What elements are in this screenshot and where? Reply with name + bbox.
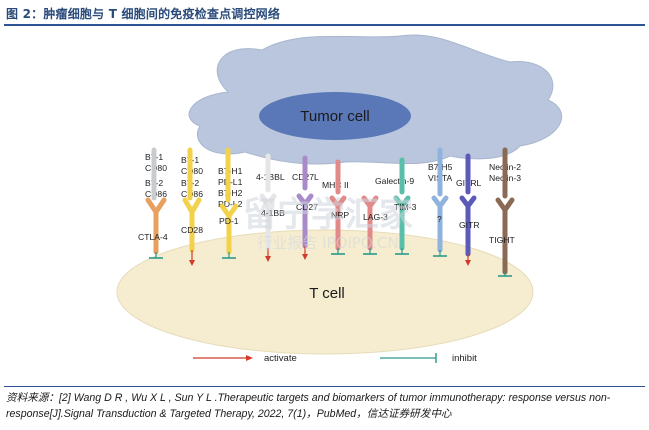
receptor-label-nrp: NRP [331, 210, 349, 220]
title-divider [4, 24, 645, 26]
ligand-label-pd-l2: PD-L2 [218, 199, 243, 209]
receptor-tight [495, 197, 515, 275]
activate-arrow-4-1bb [265, 256, 271, 262]
legend-inhibit-label: inhibit [452, 353, 477, 364]
receptor-label-ctla-4: CTLA-4 [138, 232, 168, 242]
receptor-nrp [329, 195, 347, 251]
t-cell-label: T cell [309, 285, 345, 302]
receptor-labels: CTLA-4 CD28 PD-1 4-1BB CD27 NRP LAG-3 TI… [138, 202, 516, 245]
legend-activate-label: activate [264, 353, 297, 364]
ligand-label-galectin-9: Galectin-9 [375, 176, 414, 186]
receptor-label-tim-3: TIM-3 [394, 202, 417, 212]
receptor-label-gitr: GITR [459, 220, 480, 230]
receptor-label-cd27: CD27 [296, 202, 318, 212]
tumor-nucleus [259, 92, 411, 140]
receptor-gitr [459, 195, 477, 257]
activate-arrow-cd28 [189, 260, 195, 266]
source-text: [2] Wang D R , Wu X L , Sun Y L .Therape… [6, 392, 611, 420]
receptors [145, 193, 515, 275]
receptor-4-1bb [259, 193, 277, 251]
receptor-lag-3 [361, 195, 379, 251]
receptor-pd-1 [219, 203, 239, 255]
figure-title: 图 2：肿瘤细胞与 T 细胞间的免疫检查点调控网络 [6, 7, 281, 21]
receptor-label-lag-3: LAG-3 [363, 212, 388, 222]
signal-effects [149, 246, 512, 277]
receptor-label-pd-1: PD-1 [219, 216, 239, 226]
tumor-cell-label: Tumor cell [300, 108, 369, 125]
source-divider [4, 386, 645, 387]
receptor-label-tight: TIGHT [489, 235, 516, 245]
legend-activate-arrowhead [246, 355, 253, 361]
ligand-stalks [151, 147, 508, 203]
receptor-label-cd28: CD28 [181, 225, 203, 235]
watermark: 留宁学汇家 行业报告 IPOIPO.CN [243, 195, 413, 252]
receptor-label-4-1bb: 4-1BB [261, 208, 285, 218]
receptor-cd27 [296, 193, 314, 249]
receptor-tim-3 [393, 195, 411, 251]
activate-arrow-gitr [465, 260, 471, 266]
source-org: 信达证券研发中心 [366, 408, 452, 420]
t-cell-body [116, 229, 534, 355]
legend: activate inhibit [193, 353, 477, 364]
source-note: 资料来源：[2] Wang D R , Wu X L , Sun Y L .Th… [6, 390, 642, 422]
receptor-label-unknown: ? [437, 214, 442, 224]
receptor-ctla-4 [145, 197, 167, 255]
activate-arrow-cd27 [302, 254, 308, 260]
receptor-unknown [431, 195, 449, 253]
receptor-cd28 [182, 197, 202, 253]
ligand-label-mhc-ii: MHC II [322, 180, 349, 190]
source-label: 资料来源： [6, 392, 59, 404]
watermark-sub: 行业报告 IPOIPO.CN [257, 234, 398, 252]
watermark-main: 留宁学汇家 [243, 195, 413, 235]
